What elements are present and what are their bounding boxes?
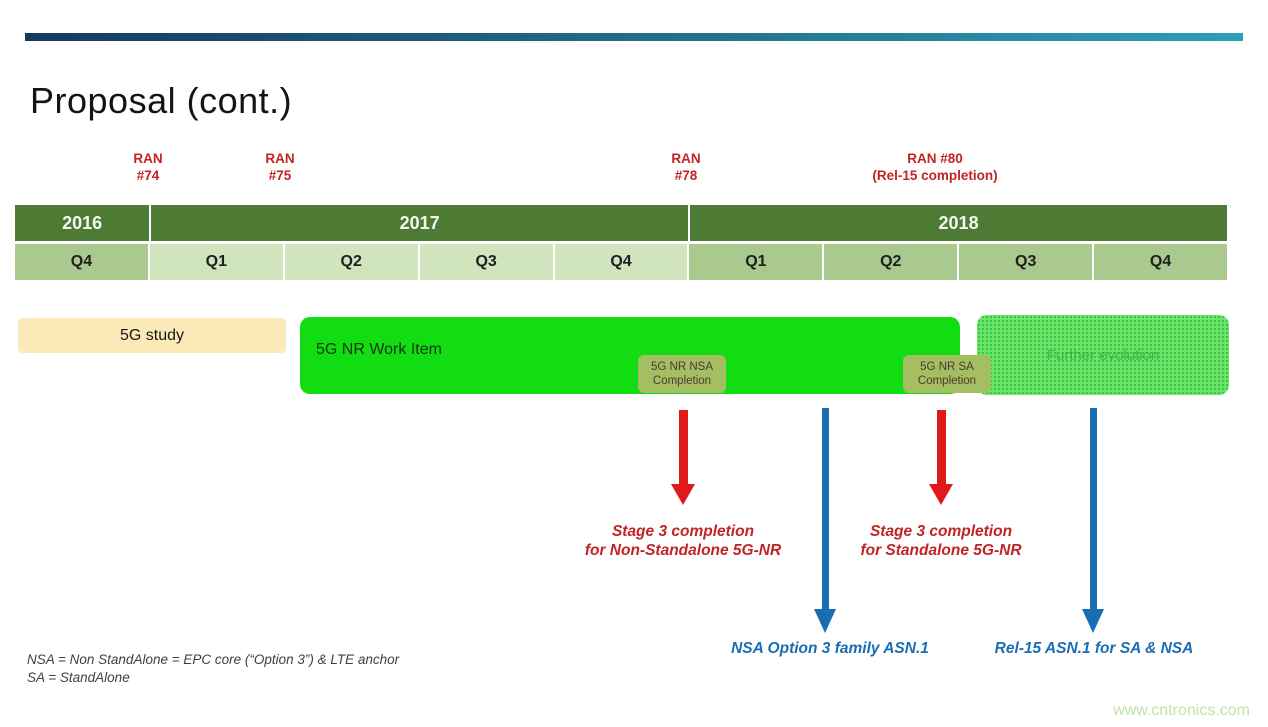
footnotes: NSA = Non StandAlone = EPC core (“Option… bbox=[27, 651, 399, 687]
ran-milestone-75-line1: RAN bbox=[265, 151, 295, 166]
quarter-cell-2016-q4: Q4 bbox=[15, 244, 148, 280]
nsa-chip-line1: 5G NR NSA bbox=[651, 361, 713, 373]
sa-chip-line1: 5G NR SA bbox=[920, 361, 974, 373]
year-cell-2018: 2018 bbox=[690, 205, 1227, 241]
year-cell-2017: 2017 bbox=[151, 205, 689, 241]
ran-milestone-74-line1: RAN bbox=[133, 151, 163, 166]
gantt-bar-5g-study: 5G study bbox=[18, 318, 286, 353]
quarter-cell-2018-q2: Q2 bbox=[824, 244, 958, 280]
ran-milestone-74: RAN #74 bbox=[98, 150, 198, 184]
ran-milestone-78-line1: RAN bbox=[671, 151, 701, 166]
ran-milestone-78-line2: #78 bbox=[674, 168, 698, 183]
header-accent-rule bbox=[25, 33, 1243, 41]
ran-milestone-80-line2: (Rel-15 completion) bbox=[872, 168, 998, 183]
timeline-year-row: 2016 2017 2018 bbox=[15, 205, 1227, 241]
footnote-nsa: NSA = Non StandAlone = EPC core (“Option… bbox=[27, 652, 400, 667]
work-item-label: 5G NR Work Item bbox=[316, 341, 442, 358]
annotation-stage3-nsa-line2: for Non-Standalone 5G-NR bbox=[584, 542, 782, 559]
ran-milestone-80: RAN #80 (Rel-15 completion) bbox=[805, 150, 1065, 184]
quarter-cell-2017-q1: Q1 bbox=[149, 244, 283, 280]
milestone-chip-nsa-completion: 5G NR NSA Completion bbox=[638, 355, 726, 393]
arrow-shaft bbox=[1089, 408, 1097, 609]
red-down-arrow-nsa bbox=[671, 410, 695, 505]
arrow-head-icon bbox=[1082, 609, 1104, 633]
ran-milestone-75-line2: #75 bbox=[268, 168, 292, 183]
milestone-chip-sa-completion: 5G NR SA Completion bbox=[903, 355, 991, 393]
ran-milestone-78: RAN #78 bbox=[636, 150, 736, 184]
quarter-cell-2017-q4: Q4 bbox=[554, 244, 688, 280]
blue-down-arrow-rel15-asn1 bbox=[1082, 408, 1104, 633]
arrow-shaft bbox=[936, 410, 946, 484]
red-down-arrow-sa bbox=[929, 410, 953, 505]
timeline-quarter-row: Q4 Q1 Q2 Q3 Q4 Q1 Q2 Q3 Q4 bbox=[15, 244, 1228, 280]
nsa-chip-line2: Completion bbox=[652, 375, 712, 387]
footnote-sa: SA = StandAlone bbox=[27, 670, 130, 685]
arrow-shaft bbox=[678, 410, 688, 484]
annotation-nsa-asn1: NSA Option 3 family ASN.1 bbox=[731, 640, 929, 657]
ran-milestone-75: RAN #75 bbox=[230, 150, 330, 184]
ran-milestone-80-line1: RAN #80 bbox=[907, 151, 963, 166]
watermark-url: www.cntronics.com bbox=[1113, 702, 1250, 719]
annotation-stage3-sa-line1: Stage 3 completion bbox=[869, 523, 1013, 540]
annotation-stage3-nsa: Stage 3 completion for Non-Standalone 5G… bbox=[543, 522, 823, 560]
quarter-cell-2017-q3: Q3 bbox=[419, 244, 553, 280]
arrow-head-icon bbox=[929, 484, 953, 505]
ran-milestone-74-line2: #74 bbox=[136, 168, 160, 183]
quarter-cell-2018-q4: Q4 bbox=[1094, 244, 1228, 280]
annotation-stage3-sa-line2: for Standalone 5G-NR bbox=[860, 542, 1022, 559]
slide-title: Proposal (cont.) bbox=[30, 80, 293, 121]
quarter-cell-2018-q3: Q3 bbox=[959, 244, 1093, 280]
annotation-rel15-asn1: Rel-15 ASN.1 for SA & NSA bbox=[994, 640, 1194, 657]
gantt-bar-5g-nr-work-item: 5G NR Work Item bbox=[300, 317, 960, 394]
further-evolution-label: Further evolution bbox=[1046, 346, 1160, 364]
arrow-head-icon bbox=[814, 609, 836, 633]
arrow-shaft bbox=[821, 408, 829, 609]
annotation-stage3-nsa-line1: Stage 3 completion bbox=[611, 523, 755, 540]
year-cell-2016: 2016 bbox=[15, 205, 150, 241]
annotation-stage3-sa: Stage 3 completion for Standalone 5G-NR bbox=[801, 522, 1081, 560]
arrow-head-icon bbox=[671, 484, 695, 505]
sa-chip-line2: Completion bbox=[917, 375, 977, 387]
blue-down-arrow-nsa-asn1 bbox=[814, 408, 836, 633]
gantt-bar-further-evolution: Further evolution bbox=[977, 315, 1229, 395]
quarter-cell-2017-q2: Q2 bbox=[284, 244, 418, 280]
quarter-cell-2018-q1: Q1 bbox=[689, 244, 823, 280]
